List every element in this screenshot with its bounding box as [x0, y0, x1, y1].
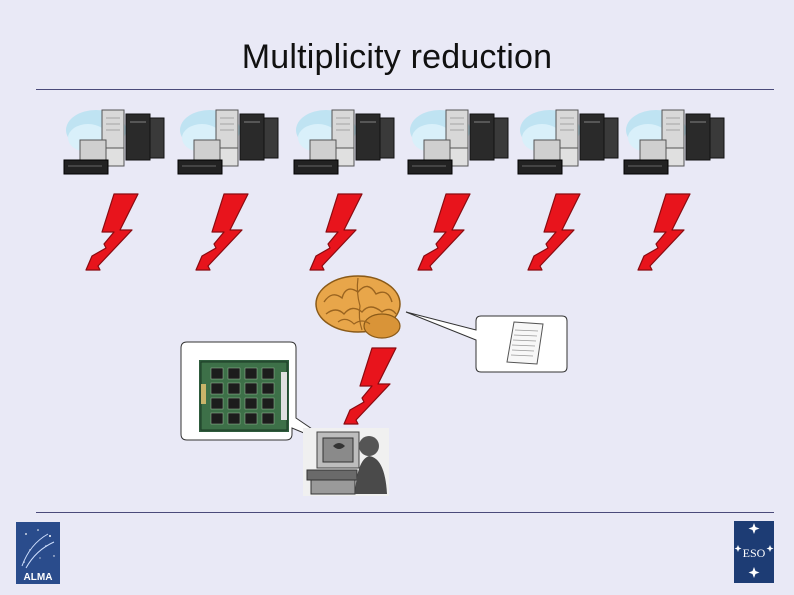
lightning-bolt-icon: [195, 193, 249, 271]
lightning-bolt-icon: [417, 193, 471, 271]
operator-at-computer-icon: [303, 428, 389, 496]
lightning-bolt-icon: [527, 193, 581, 271]
lightning-bolt-icon: [309, 193, 363, 271]
server-cluster-icon: [293, 109, 395, 175]
lightning-bolt-icon: [637, 193, 691, 271]
server-cluster-icon: [623, 109, 725, 175]
lightning-bolt-icon: [85, 193, 139, 271]
server-cluster-icon: [517, 109, 619, 175]
alma-logo: ALMA: [16, 522, 60, 584]
slide-title: Multiplicity reduction: [241, 38, 553, 76]
lightning-bolt-icon: [343, 347, 397, 425]
eso-logo-text: ESO: [743, 546, 766, 560]
document-icon: [506, 321, 544, 365]
server-cluster-icon: [407, 109, 509, 175]
alma-logo-text: ALMA: [24, 572, 53, 583]
brain-icon: [315, 275, 401, 339]
bottom-divider: [36, 512, 774, 513]
top-divider: [36, 89, 774, 90]
server-cluster-icon: [177, 109, 279, 175]
circuit-board-icon: [199, 360, 289, 432]
server-cluster-icon: [63, 109, 165, 175]
eso-logo: ESO: [734, 521, 774, 583]
